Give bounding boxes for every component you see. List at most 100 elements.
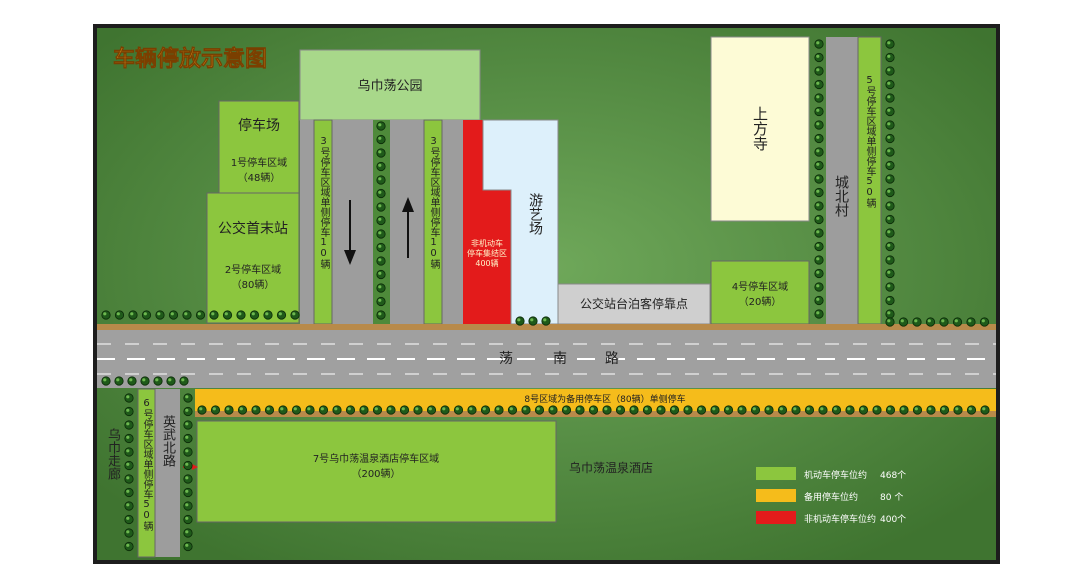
tree-icon bbox=[953, 405, 963, 415]
tree-icon bbox=[966, 405, 977, 415]
tree-icon bbox=[885, 317, 895, 327]
non-motor-zone bbox=[463, 190, 511, 324]
tree-icon bbox=[359, 405, 369, 415]
tree-highlight-icon bbox=[887, 81, 891, 85]
tree-icon bbox=[195, 310, 206, 320]
map-title: 车辆停放示意图 bbox=[113, 46, 267, 72]
tree-highlight-icon bbox=[126, 476, 130, 480]
tree-highlight-icon bbox=[914, 319, 918, 323]
tree-icon bbox=[534, 405, 545, 415]
tree-icon bbox=[885, 187, 895, 198]
tree-highlight-icon bbox=[816, 257, 820, 261]
tree-highlight-icon bbox=[887, 243, 891, 247]
tree-highlight-icon bbox=[509, 407, 513, 411]
tree-highlight-icon bbox=[530, 318, 534, 322]
tree-highlight-icon bbox=[816, 54, 820, 58]
tree-icon bbox=[249, 310, 260, 320]
tree-highlight-icon bbox=[816, 108, 820, 112]
tree-highlight-icon bbox=[816, 41, 820, 45]
tree-highlight-icon bbox=[211, 312, 215, 316]
tree-highlight-icon bbox=[816, 216, 820, 220]
tree-highlight-icon bbox=[181, 378, 185, 382]
tree-highlight-icon bbox=[126, 422, 130, 426]
tree-icon bbox=[885, 52, 895, 63]
tree-highlight-icon bbox=[725, 407, 729, 411]
tree-icon bbox=[291, 405, 302, 415]
tree-highlight-icon bbox=[901, 407, 905, 411]
tree-highlight-icon bbox=[378, 190, 382, 194]
tree-icon bbox=[183, 514, 193, 525]
tree-highlight-icon bbox=[126, 395, 130, 399]
tree-highlight-icon bbox=[887, 284, 891, 288]
tree-icon bbox=[912, 317, 922, 327]
tree-icon bbox=[332, 405, 342, 415]
tree-icon bbox=[278, 405, 288, 415]
tree-highlight-icon bbox=[887, 149, 891, 153]
tree-icon bbox=[885, 147, 895, 157]
tree-icon bbox=[845, 405, 855, 415]
tree-icon bbox=[528, 316, 538, 326]
tree-icon bbox=[399, 405, 410, 415]
tree-icon bbox=[885, 174, 895, 184]
tree-icon bbox=[966, 317, 976, 327]
tree-icon bbox=[376, 229, 386, 239]
zone-4 bbox=[710, 260, 810, 325]
tree-highlight-icon bbox=[185, 449, 189, 453]
tree-icon bbox=[602, 405, 612, 415]
tree-icon bbox=[124, 501, 134, 511]
tree-highlight-icon bbox=[238, 312, 242, 316]
tree-icon bbox=[885, 295, 895, 306]
entrance-arrow-head-icon bbox=[192, 464, 198, 470]
tree-highlight-icon bbox=[550, 407, 554, 411]
tree-highlight-icon bbox=[388, 407, 392, 411]
tree-highlight-icon bbox=[126, 516, 130, 520]
tree-icon bbox=[480, 405, 491, 415]
tree-icon bbox=[885, 228, 895, 238]
park-label: 乌巾荡公园 bbox=[357, 78, 422, 94]
village-label: 城北村 bbox=[833, 175, 849, 217]
legend-swatch-reserve bbox=[756, 489, 796, 502]
tree-highlight-icon bbox=[816, 81, 820, 85]
tree-icon bbox=[236, 310, 246, 320]
tree-highlight-icon bbox=[496, 407, 500, 411]
tree-icon bbox=[263, 310, 273, 320]
tree-icon bbox=[814, 93, 824, 103]
tree-icon bbox=[264, 405, 275, 415]
legend-label-reserve: 备用停车位约 bbox=[804, 491, 858, 503]
tree-icon bbox=[124, 393, 134, 403]
tree-highlight-icon bbox=[126, 543, 130, 547]
road-name-char-2: 南 bbox=[553, 351, 567, 367]
tree-highlight-icon bbox=[887, 176, 891, 180]
legend-count-reserve: 80 个 bbox=[880, 492, 903, 503]
tree-icon bbox=[124, 447, 134, 457]
tree-highlight-icon bbox=[577, 407, 581, 411]
tree-icon bbox=[155, 310, 165, 320]
tree-highlight-icon bbox=[103, 378, 107, 382]
tree-highlight-icon bbox=[820, 407, 824, 411]
tree-icon bbox=[276, 310, 287, 320]
tree-highlight-icon bbox=[199, 407, 203, 411]
tree-icon bbox=[885, 268, 895, 279]
tree-highlight-icon bbox=[185, 476, 189, 480]
tree-highlight-icon bbox=[860, 407, 864, 411]
tree-highlight-icon bbox=[374, 407, 378, 411]
tree-highlight-icon bbox=[401, 407, 405, 411]
tree-icon bbox=[814, 133, 824, 144]
tree-icon bbox=[575, 405, 585, 415]
tree-highlight-icon bbox=[185, 489, 189, 493]
tree-icon bbox=[858, 405, 869, 415]
tree-highlight-icon bbox=[185, 435, 189, 439]
tree-highlight-icon bbox=[415, 407, 419, 411]
tree-highlight-icon bbox=[887, 216, 891, 220]
tree-highlight-icon bbox=[185, 462, 189, 466]
tree-highlight-icon bbox=[292, 312, 296, 316]
tree-icon bbox=[899, 405, 909, 415]
tree-highlight-icon bbox=[698, 407, 702, 411]
tree-highlight-icon bbox=[265, 312, 269, 316]
tree-highlight-icon bbox=[378, 177, 382, 181]
tree-icon bbox=[683, 405, 693, 415]
tree-icon bbox=[814, 295, 824, 306]
tree-icon bbox=[141, 310, 152, 320]
tree-highlight-icon bbox=[155, 378, 159, 382]
tree-highlight-icon bbox=[887, 203, 891, 207]
